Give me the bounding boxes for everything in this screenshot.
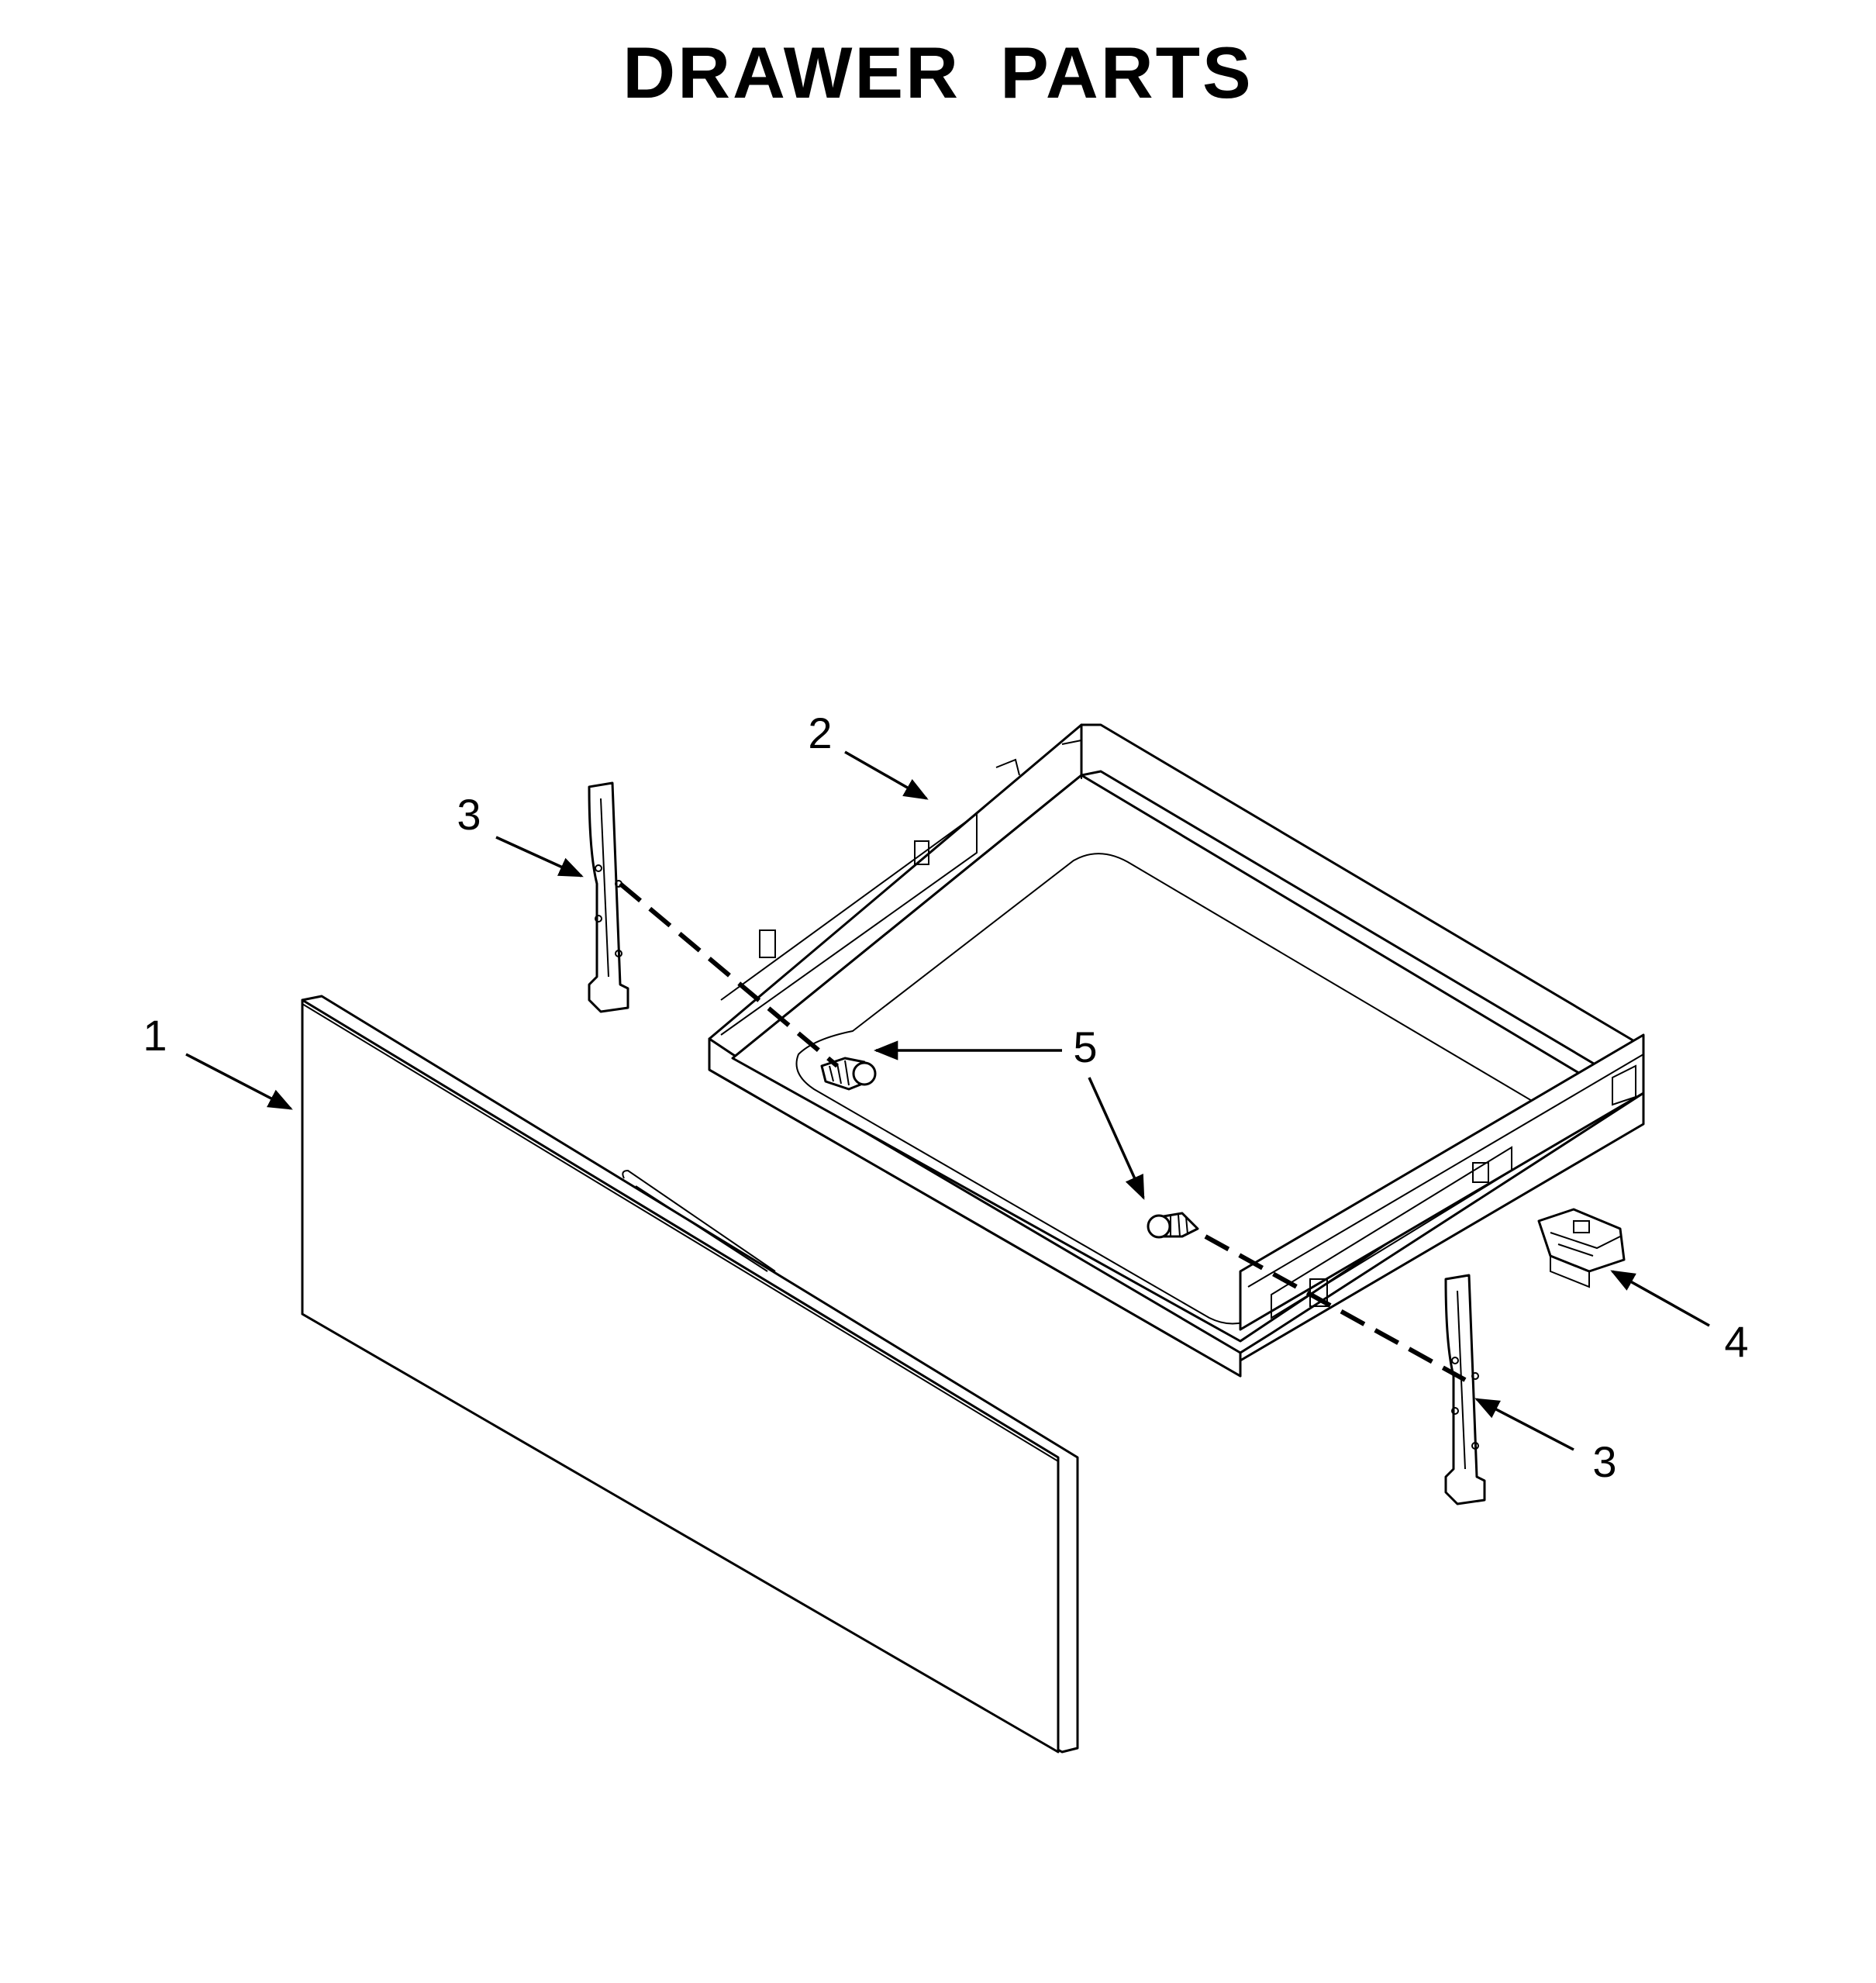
callout-2: 2 [808,709,832,757]
drawer-clip [1537,1208,1626,1288]
drawer-front-panel [301,995,1079,1754]
assembly-line-right [1204,1234,1467,1382]
screw-upper [820,1057,877,1091]
screw-lower [1147,1212,1199,1239]
leader-1 [185,1053,293,1110]
drawer-bracket-right [1444,1274,1486,1505]
drawer-bracket-left [588,781,629,1013]
leader-3b [1474,1398,1574,1451]
assembly-line-left [619,881,839,1068]
leader-5b [1088,1077,1145,1200]
callout-3-right: 3 [1592,1437,1616,1486]
callout-5: 5 [1073,1023,1097,1071]
leader-4 [1610,1270,1710,1327]
leader-2 [844,750,929,800]
callout-3-left: 3 [457,790,481,839]
callout-1: 1 [143,1011,167,1060]
diagram-title: DRAWER PARTS [622,32,1254,113]
callout-4: 4 [1724,1317,1748,1366]
leader-3a [495,836,584,878]
drawer-body [708,723,1645,1378]
